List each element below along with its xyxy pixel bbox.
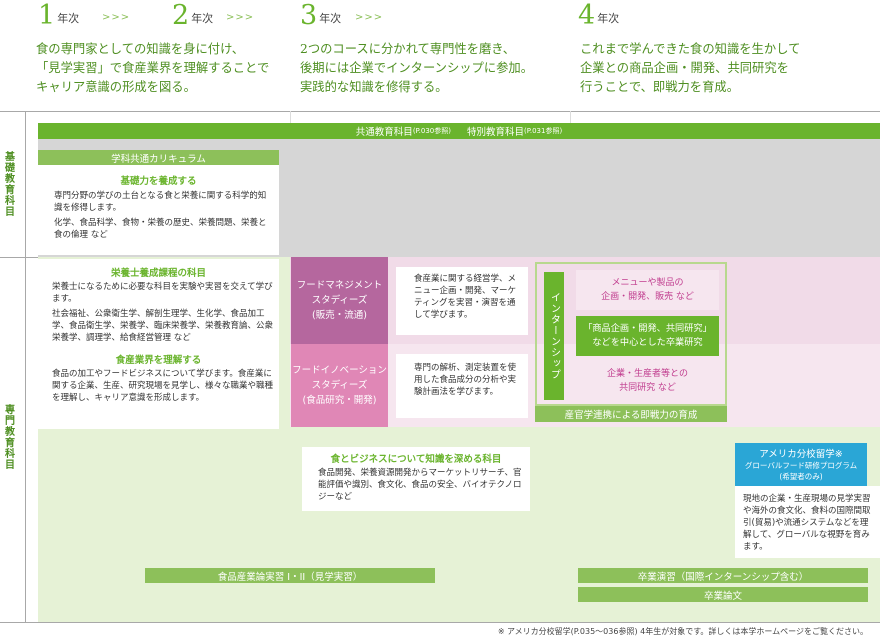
basic-block-text: 専門分野の学びの土台となる食と栄養に関する科学的知識を修得します。	[54, 191, 267, 213]
menu-dev-box: メニューや製品の企画・開発、販売 など	[576, 270, 719, 310]
food-innovation-desc: 専門の解析、測定装置を使用した食品成分の分析や実験計画法を学びます。	[396, 354, 528, 418]
america-desc: 現地の企業・生産現場の見学実習や海外の食文化、食料の国際間取引(貿易)や流通シス…	[735, 486, 880, 558]
basic-block-title: 基礎力を養成する	[120, 176, 197, 187]
year-3-description: 2つのコースに分かれて専門性を磨き、後期には企業でインターンシップに参加。実践的…	[300, 42, 534, 94]
year-arrow: >>>	[226, 12, 255, 23]
year-suffix: 年次	[191, 12, 214, 25]
industry-text: 食品の加工やフードビジネスについて学びます。食産業に関する企業、生産、研究現場を…	[52, 369, 274, 403]
seminar-bar: 卒業演習（国際インターンシップ含む）	[578, 568, 868, 583]
dietitian-industry-block: 栄養士養成課程の科目 栄養士になるために必要な科目を実験や実習を交えて学びます。…	[38, 259, 279, 429]
dept-curriculum-bar: 学科共通カリキュラム	[38, 150, 279, 165]
thesis-bar: 卒業論文	[578, 587, 868, 602]
year-1-2-description: 食の専門家としての知識を身に付け、「見学実習」で食産業界を理解することでキャリア…	[36, 42, 270, 94]
divider	[0, 622, 880, 623]
business-title: 食とビジネスについて知識を深める科目	[330, 454, 502, 465]
divider	[25, 111, 26, 622]
dietitian-text: 栄養士になるために必要な科目を実験や実習を交えて学びます。	[52, 282, 273, 304]
year-number: 3	[300, 0, 318, 31]
year-number: 4	[578, 0, 596, 31]
year-suffix: 年次	[597, 12, 620, 25]
business-block: 食とビジネスについて知識を深める科目 食品開発、栄養資源開発からマーケットリサー…	[302, 447, 530, 511]
basic-block-subjects: 化学、食品科学、食物・栄養の歴史、栄養問題、栄養と食の倫理 など	[54, 218, 267, 240]
divider	[0, 111, 880, 112]
food-innovation-course: フードイノベーションスタディーズ(食品研究・開発)	[291, 344, 388, 427]
america-study-abroad-box: アメリカ分校留学※ グローバルフード研修プログラム (希望者のみ)	[735, 443, 867, 486]
food-management-course: フードマネジメントスタディーズ(販売・流通)	[291, 257, 388, 344]
business-text: 食品開発、栄養資源開発からマーケットリサーチ、官能評価や識別、食文化、食品の安全…	[318, 468, 522, 502]
year-suffix: 年次	[57, 12, 80, 25]
year-4-description: これまで学んできた食の知識を生かして企業との商品企画・開発、共同研究を行うことで…	[580, 42, 801, 94]
internship-label: インターンシップ	[544, 272, 564, 400]
industry-academia-bar: 産官学連携による即戦力の育成	[535, 406, 727, 422]
joint-research-box: 企業・生産者等との共同研究 など	[576, 362, 719, 400]
year-suffix: 年次	[319, 12, 342, 25]
year-number: 1	[38, 0, 56, 31]
basic-education-label: 基礎教育科目	[5, 152, 15, 218]
practicum-bar: 食品産業論実習 I・II（見学実習）	[145, 568, 435, 583]
dietitian-title: 栄養士養成課程の科目	[110, 268, 206, 279]
common-education-bar: 共通教育科目(P.030参照) 特別教育科目(P.031参照)	[38, 123, 880, 139]
internship-cluster	[535, 262, 727, 406]
graduation-research-box: 「商品企画・開発、共同研究」などを中心とした卒業研究	[576, 316, 719, 356]
dietitian-subjects: 社会福祉、公衆衛生学、解剖生理学、生化学、食品加工学、食品衛生学、栄養学、臨床栄…	[52, 309, 274, 343]
food-management-desc: 食産業に関する経営学、メニュー企画・開発、マーケティングを実習・演習を通して学び…	[396, 267, 528, 335]
year-number: 2	[172, 0, 190, 31]
year-arrow: >>>	[355, 12, 384, 23]
basic-block: 基礎力を養成する 専門分野の学びの土台となる食と栄養に関する科学的知識を修得しま…	[38, 165, 279, 255]
industry-title: 食産業界を理解する	[115, 355, 202, 366]
special-education-label: 専門教育科目	[5, 405, 15, 471]
footnote: ※ アメリカ分校留学(P.035〜036参照) 4年生が対象です。詳しくは本学ホ…	[497, 627, 868, 636]
year-arrow: >>>	[102, 12, 131, 23]
